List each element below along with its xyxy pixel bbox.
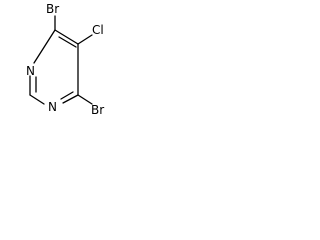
bond-c5-cl	[77, 34, 93, 45]
atom-label-br-top: Br	[46, 2, 59, 16]
atom-label-n-upper: N	[26, 64, 35, 78]
pyrimidine-structure-diagram: Br Cl N N Br	[26, 2, 104, 117]
bond-c6-n1	[62, 94, 79, 104]
bond-c6-n1-double	[60, 91, 74, 100]
molecule-canvas: Br Cl N N Br	[0, 0, 124, 138]
bond-n1-c2	[29, 94, 45, 105]
bond-c4-c5	[54, 29, 79, 45]
bond-n3-c4	[33, 29, 56, 64]
bond-c4-c5-double	[58, 36, 77, 48]
bond-c6-br	[77, 94, 93, 105]
atom-label-n-lower: N	[48, 100, 57, 114]
atom-label-br-bottom: Br	[91, 103, 104, 117]
atom-label-cl: Cl	[92, 23, 104, 37]
